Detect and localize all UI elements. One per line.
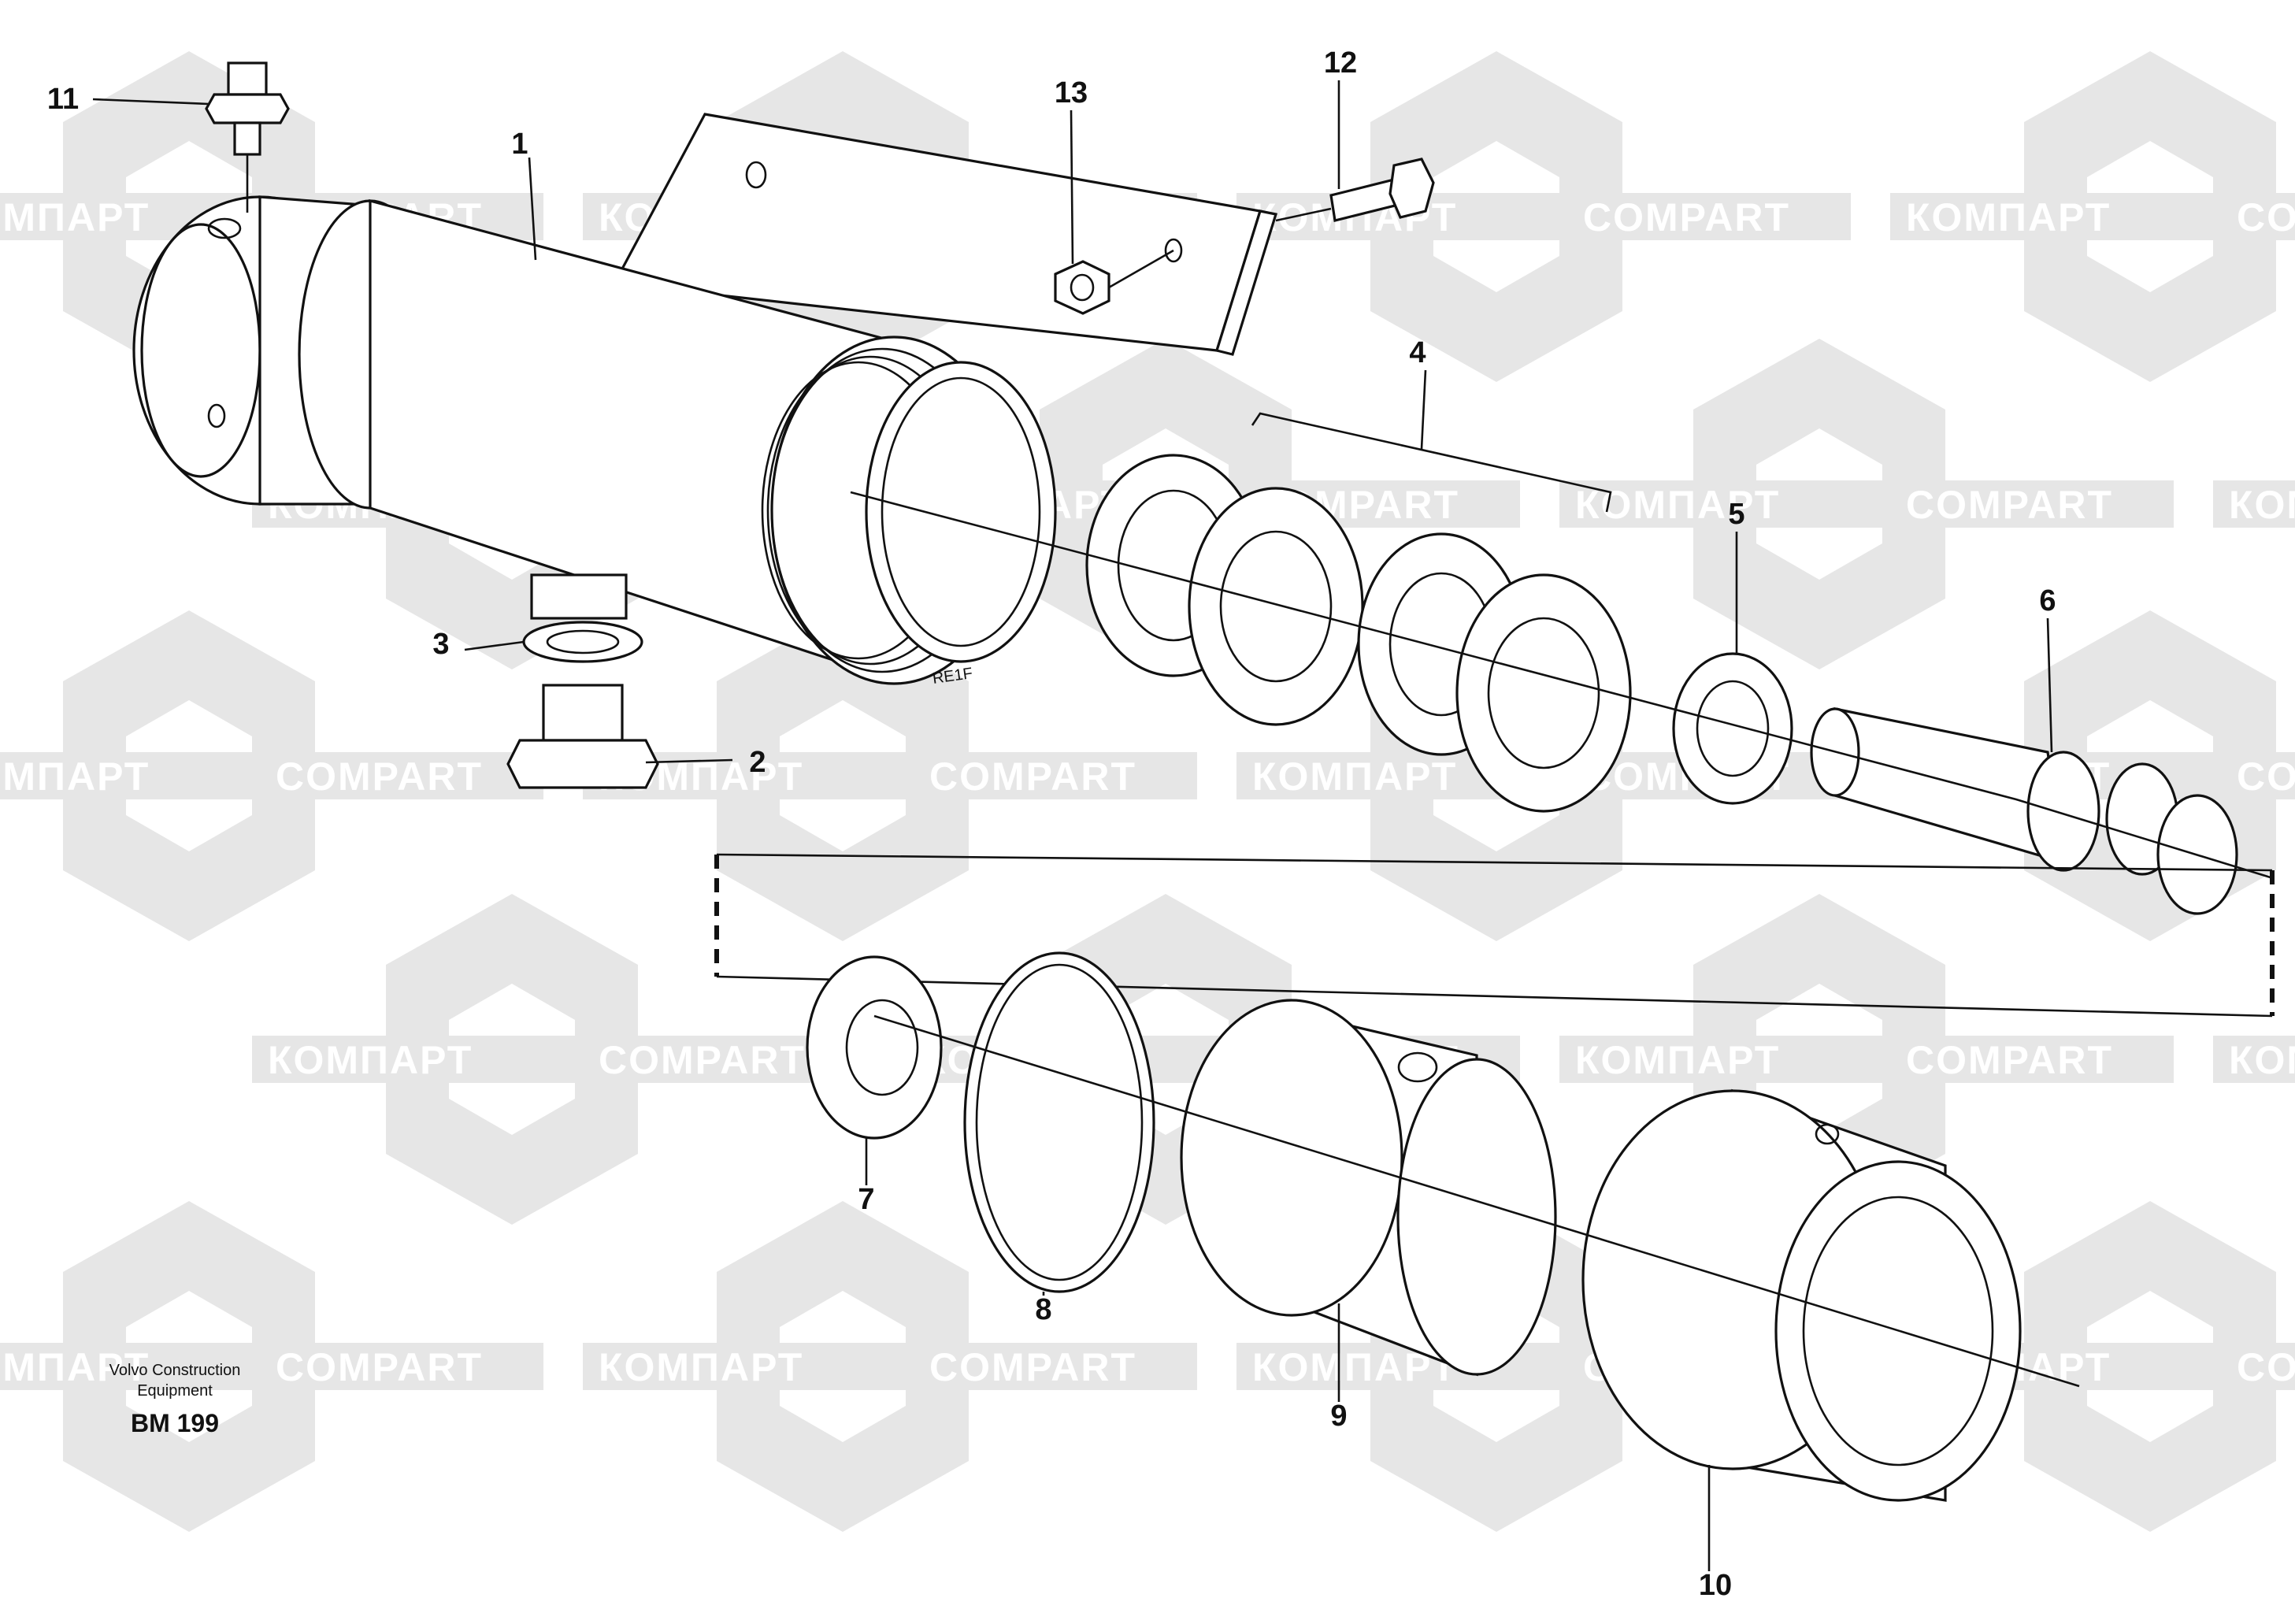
figure-caption: Volvo Construction Equipment BM 199 <box>109 1362 241 1437</box>
figure-code: BM 199 <box>131 1409 219 1437</box>
callout-12: 12 <box>1324 46 1357 189</box>
watermark-text-right: COMPART <box>2237 755 2295 799</box>
svg-text:3: 3 <box>432 628 449 661</box>
watermark-text-right: COMPART <box>2237 195 2295 239</box>
callout-5: 5 <box>1728 498 1745 654</box>
callout-4: 4 <box>1251 336 1612 513</box>
watermark-text-left: КОМПАРТ <box>1575 1038 1780 1082</box>
watermark-text-right: COMPART <box>1583 195 1790 239</box>
hex-bolt <box>1275 158 1435 222</box>
watermark-text-left: КОМПАРТ <box>0 755 150 799</box>
callout-2: 2 <box>645 746 766 779</box>
watermark-band <box>0 752 543 799</box>
callout-8: 8 <box>1035 1292 1052 1326</box>
svg-text:8: 8 <box>1035 1293 1051 1326</box>
callout-11: 11 <box>47 83 209 116</box>
watermark-band <box>252 1036 866 1083</box>
watermark-text-left: КОМПАРТ <box>2229 483 2295 527</box>
svg-text:9: 9 <box>1330 1400 1347 1433</box>
svg-text:12: 12 <box>1324 46 1357 80</box>
callout-13: 13 <box>1055 76 1088 265</box>
watermark-band <box>1559 480 2174 528</box>
svg-text:13: 13 <box>1055 76 1088 109</box>
watermark-text-right: COMPART <box>276 755 483 799</box>
watermark-text-right: COMPART <box>1906 483 2113 527</box>
svg-text:6: 6 <box>2039 584 2056 617</box>
watermark-band <box>1890 193 2295 240</box>
watermark-text-right: COMPART <box>599 1038 806 1082</box>
piston-seal-set <box>1085 454 1632 813</box>
watermark-text-left: КОМПАРТ <box>1252 755 1457 799</box>
watermark-text-left: КОМПАРТ <box>268 1038 473 1082</box>
watermark-text-left: КОМПАРТ <box>1906 195 2111 239</box>
watermark-text-right: COMPART <box>1906 1038 2113 1082</box>
hex-plug <box>506 684 659 789</box>
svg-text:4: 4 <box>1409 336 1426 369</box>
callout-1: 1 <box>511 128 537 261</box>
cylinder-head <box>1180 999 1557 1377</box>
watermark-band <box>2213 480 2295 528</box>
watermark-band <box>0 1343 543 1390</box>
callout-10: 10 <box>1699 1465 1732 1602</box>
watermark-band <box>583 1343 1197 1390</box>
seal-washer <box>522 621 643 663</box>
callout-7: 7 <box>858 1138 875 1216</box>
callout-9: 9 <box>1330 1303 1348 1433</box>
caption-line-1: Volvo Construction <box>109 1362 241 1379</box>
o-ring <box>963 951 1155 1293</box>
watermark-band <box>583 752 1197 799</box>
watermark-text-left: КОМПАРТ <box>0 195 150 239</box>
caption-line-2: Equipment <box>137 1382 213 1400</box>
watermark-text-right: COMPART <box>2237 1345 2295 1389</box>
watermark-band <box>1559 1036 2174 1083</box>
callout-6: 6 <box>2039 584 2056 753</box>
callout-3: 3 <box>432 628 525 661</box>
watermark-text-right: COMPART <box>929 755 1136 799</box>
watermark-text-left: КОМПАРТ <box>599 1345 803 1389</box>
watermark-text-right: COMPART <box>276 1345 483 1389</box>
watermark-text-right: COMPART <box>929 1345 1136 1389</box>
cylinder-barrel: RE1F <box>132 113 1278 688</box>
svg-text:2: 2 <box>749 746 766 779</box>
watermark-band <box>2213 1036 2295 1083</box>
svg-text:11: 11 <box>47 83 79 116</box>
svg-text:1: 1 <box>511 128 528 161</box>
watermark-text-left: КОМПАРТ <box>1575 483 1780 527</box>
piston-rod <box>1810 707 2238 915</box>
watermark-text-left: КОМПАРТ <box>0 1345 150 1389</box>
svg-text:10: 10 <box>1699 1569 1732 1602</box>
rod-seal <box>806 955 943 1140</box>
watermark-text-left: КОМПАРТ <box>2229 1038 2295 1082</box>
grease-nipple <box>205 61 290 213</box>
hex-nut <box>1054 249 1174 315</box>
svg-text:5: 5 <box>1728 498 1744 531</box>
guide-ring <box>1672 652 1793 805</box>
svg-text:7: 7 <box>858 1183 874 1216</box>
end-nut <box>1581 1088 2022 1502</box>
